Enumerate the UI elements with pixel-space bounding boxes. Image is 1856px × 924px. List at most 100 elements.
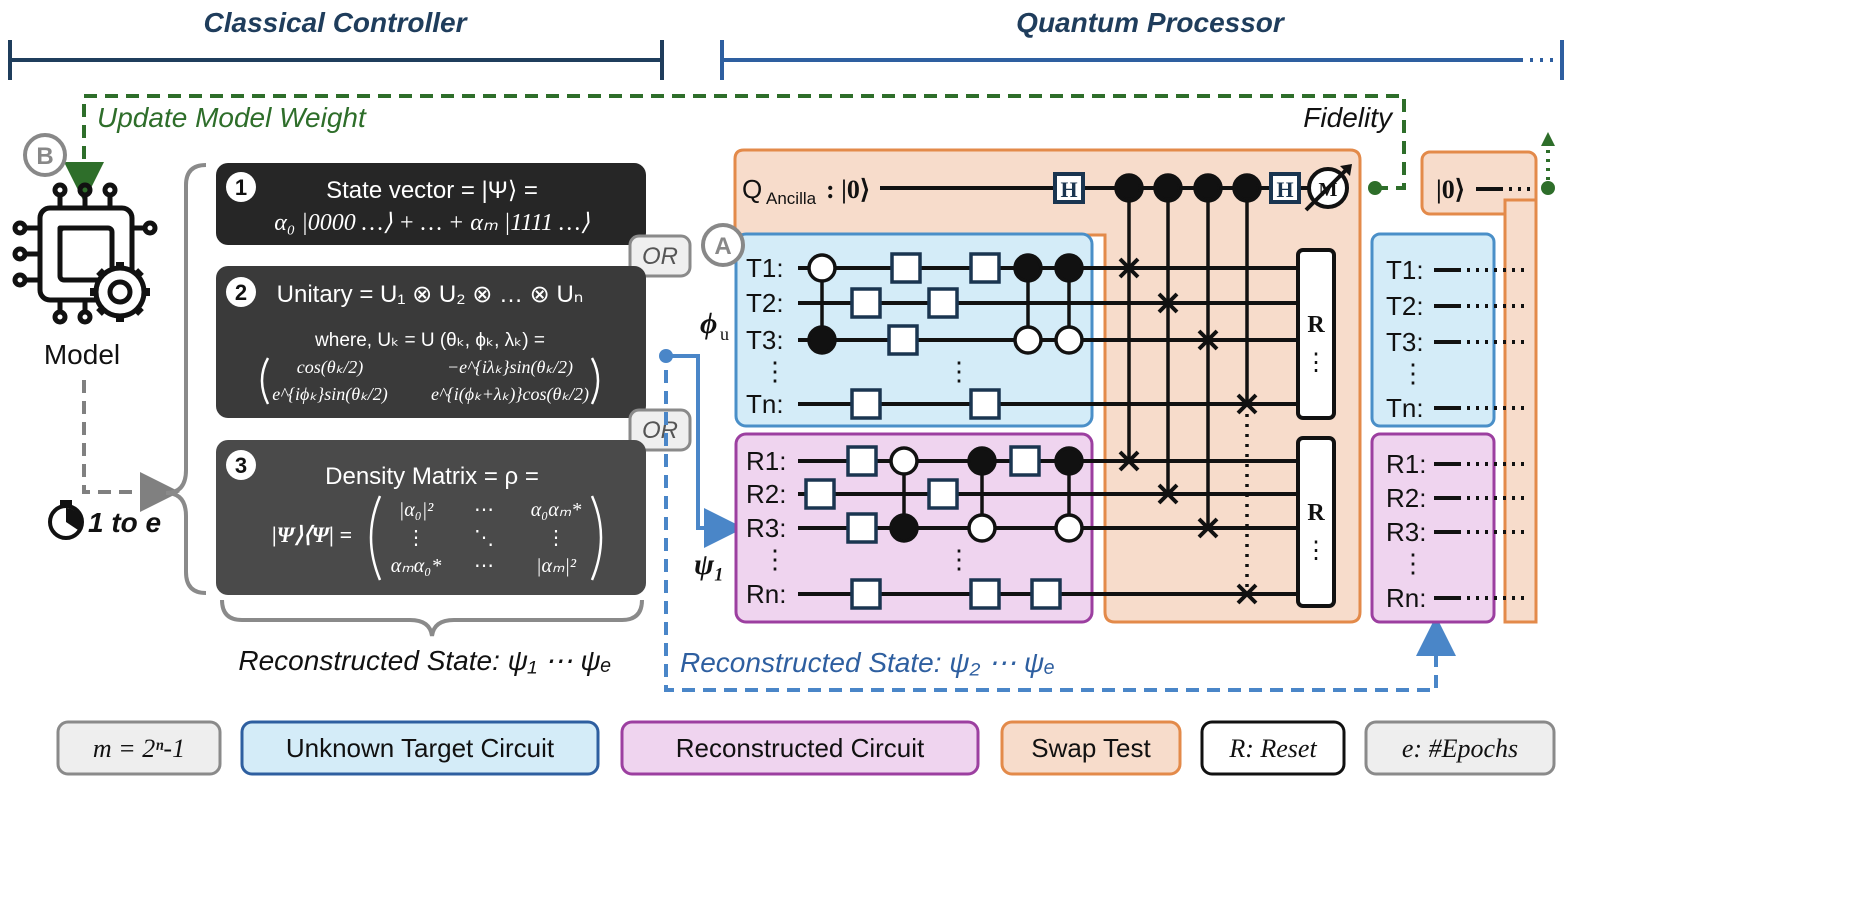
swap-control-dot-1 xyxy=(1119,178,1139,198)
option-box-unitary: 2 Unitary = U₁ ⊗ U₂ ⊗ … ⊗ Uₙ where, Uₖ =… xyxy=(216,266,646,418)
recon-gate-7 xyxy=(969,578,1001,610)
recon-control-open-2 xyxy=(967,513,997,543)
svg-text:⋯: ⋯ xyxy=(474,555,494,577)
bottom-brace xyxy=(220,599,644,637)
swap-x-recon-4 xyxy=(1236,583,1258,605)
unitary-line2: where, Uₖ = U (θₖ, ϕₖ, λₖ) = xyxy=(314,330,545,351)
svg-text:OR: OR xyxy=(642,243,678,270)
recon-wire-label-1: R1: xyxy=(746,446,786,476)
recon-vdots: ⋮ xyxy=(762,544,788,574)
legend-item-epochs: e: #Epochs xyxy=(1364,720,1556,776)
ancilla-sub: Ancilla xyxy=(766,189,817,208)
target-next-label-4: Tn: xyxy=(1386,393,1424,423)
or-badge-1: OR xyxy=(628,234,692,278)
density-lhs: |Ψ⟩⟨Ψ| = xyxy=(272,522,352,547)
recon-next-label-3: R3: xyxy=(1386,517,1426,547)
target-wire-label-3: T3: xyxy=(746,325,784,355)
legend-item-target: Unknown Target Circuit xyxy=(240,720,600,776)
option-box-density: 3 Density Matrix = ρ = |Ψ⟩⟨Ψ| = |α₀|² ⋯ … xyxy=(216,440,646,595)
svg-text:1: 1 xyxy=(235,175,247,200)
swap-control-dot-4 xyxy=(1237,178,1257,198)
or-badge-2: OR xyxy=(628,408,692,452)
target-vdots-mid: ⋮ xyxy=(946,356,972,386)
svg-text:2: 2 xyxy=(235,280,247,305)
target-gate-6 xyxy=(850,388,882,420)
svg-text:⋮: ⋮ xyxy=(406,527,426,549)
option-brace xyxy=(165,163,207,595)
recon-gate-1 xyxy=(846,445,878,477)
swap-x-target-2 xyxy=(1157,292,1179,314)
next-ancilla-ket: |0⟩ xyxy=(1436,175,1465,204)
legend-text-m: m = 2ⁿ-1 xyxy=(93,734,185,763)
state-flow-arrows: Reconstructed State: ψ₂ ⋯ ψₑ xyxy=(659,349,1456,692)
target-gate-2 xyxy=(969,252,1001,284)
svg-text:⋯: ⋯ xyxy=(474,499,494,521)
target-vdots: ⋮ xyxy=(762,356,788,386)
recon-vdots-mid: ⋮ xyxy=(946,544,972,574)
swap-control-dot-2 xyxy=(1158,178,1178,198)
recon-gate-3 xyxy=(804,478,836,510)
recon-gate-4 xyxy=(927,478,959,510)
target-control-filled-1 xyxy=(807,325,837,355)
svg-text:|α₀|²: |α₀|² xyxy=(399,499,434,521)
hadamard-gate-1 xyxy=(1053,172,1085,204)
next-recon-box xyxy=(1370,432,1496,624)
target-next-label-1: T1: xyxy=(1386,255,1424,285)
target-control-filled-2 xyxy=(1013,253,1043,283)
legend-item-reset: R: Reset xyxy=(1200,720,1346,776)
unitary-line1: Unitary = U₁ ⊗ U₂ ⊗ … ⊗ Uₙ xyxy=(277,281,584,308)
legend-text-epochs: e: #Epochs xyxy=(1402,734,1518,763)
reconstructed-label-2: Reconstructed State: ψ₂ ⋯ ψₑ xyxy=(680,647,1055,678)
target-next-label-3: T3: xyxy=(1386,327,1424,357)
epochs-label: 1 to e xyxy=(88,507,161,538)
legend-text-recon: Reconstructed Circuit xyxy=(676,733,925,763)
update-weight-label: Update Model Weight xyxy=(97,102,367,133)
svg-text:OR: OR xyxy=(642,417,678,444)
gear-icon xyxy=(90,262,150,322)
reconstructed-label-1: Reconstructed State: ψ₁ ⋯ ψₑ xyxy=(238,645,611,676)
reset-block-recon-label: R xyxy=(1307,500,1325,526)
target-wire-label-4: Tn: xyxy=(746,389,784,419)
quantum-header: Quantum Processor xyxy=(720,7,1564,80)
next-target-box xyxy=(1370,232,1496,428)
swap-x-recon-1 xyxy=(1118,450,1140,472)
classical-header: Classical Controller xyxy=(8,7,664,80)
ancilla-ket: : |0⟩ xyxy=(826,175,870,204)
measure-icon: M xyxy=(1304,164,1352,212)
recon-control-filled-2 xyxy=(967,446,997,476)
reset-block-recon-vdots: ⋮ xyxy=(1304,537,1328,564)
recon-gate-8 xyxy=(1030,578,1062,610)
recon-group-label: ψ₁ xyxy=(694,548,725,581)
svg-text:|αₘ|²: |αₘ|² xyxy=(536,555,577,577)
target-group-sub: u xyxy=(720,324,729,344)
unitary-m21: e^{iϕₖ}sin(θₖ/2) xyxy=(272,384,387,405)
svg-text:α₀αₘ*: α₀αₘ* xyxy=(531,499,581,521)
hadamard-gate-2 xyxy=(1269,172,1301,204)
svg-text:⋱: ⋱ xyxy=(474,527,494,549)
swap-x-recon-2 xyxy=(1157,483,1179,505)
legend-item-recon: Reconstructed Circuit xyxy=(620,720,980,776)
state-vector-line2: α₀ |0000 …⟩ + … + αₘ |1111 …⟩ xyxy=(274,210,590,236)
chip-gear-icon xyxy=(12,182,158,325)
recon-next-vdots: ⋮ xyxy=(1400,548,1426,578)
svg-text:αₘα₀*: αₘα₀* xyxy=(391,555,441,577)
wires-layer: T1:T2:T3:Tn:⋮⋮R1:R2:R3:Rn:⋮⋮ xyxy=(746,253,1298,609)
target-gate-5 xyxy=(887,324,919,356)
reset-block-target-vdots: ⋮ xyxy=(1304,349,1328,376)
recon-gate-2 xyxy=(1009,445,1041,477)
recon-control-open-1 xyxy=(889,446,919,476)
unitary-m11: cos(θₖ/2) xyxy=(297,357,364,378)
recon-control-filled-1 xyxy=(889,513,919,543)
unitary-m22: e^{i(ϕₖ+λₖ)}cos(θₖ/2) xyxy=(431,384,589,405)
quantum-header-title: Quantum Processor xyxy=(1016,7,1286,38)
target-control-open-2 xyxy=(1013,325,1043,355)
feedback-loop: Update Model Weight Fidelity xyxy=(64,94,1406,202)
recon-wire-label-2: R2: xyxy=(746,479,786,509)
svg-text:⋮: ⋮ xyxy=(546,527,566,549)
model-label: Model xyxy=(44,339,120,370)
svg-text:B: B xyxy=(36,143,53,170)
legend-item-m: m = 2ⁿ-1 xyxy=(56,720,222,776)
badge-a: A xyxy=(701,223,745,267)
badge-b xyxy=(23,133,67,177)
ancilla-q: Q xyxy=(742,174,762,204)
